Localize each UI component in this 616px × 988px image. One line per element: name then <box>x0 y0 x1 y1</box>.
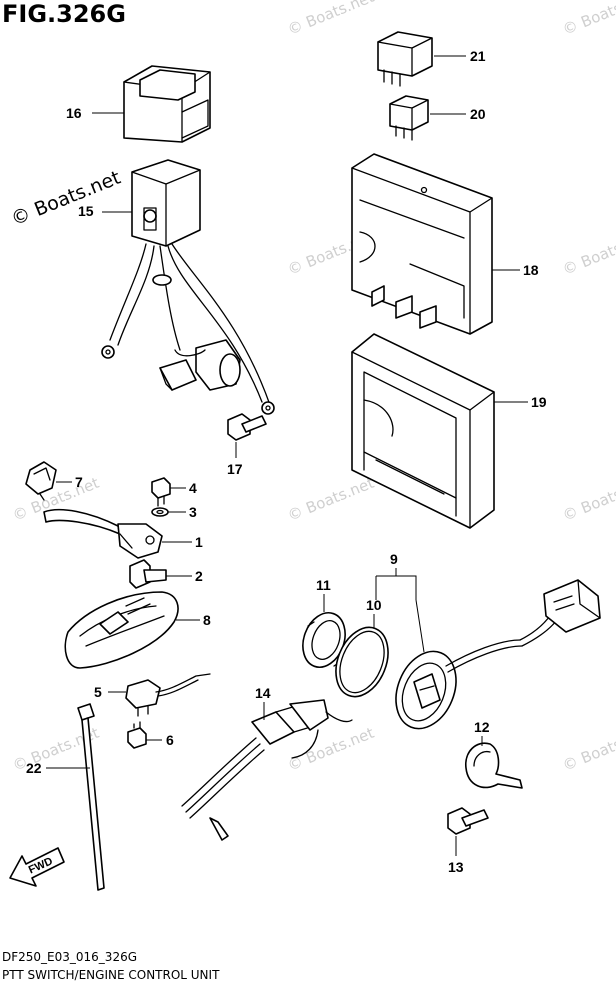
callout-20: 20 <box>470 106 486 122</box>
callout-4: 4 <box>189 480 197 496</box>
part-18-ecu <box>351 153 493 335</box>
callout-10: 10 <box>366 597 382 613</box>
callout-6: 6 <box>166 732 174 748</box>
callout-22: 22 <box>26 760 42 776</box>
part-10-o-ring <box>335 626 389 698</box>
part-15-relay-harness <box>101 159 275 415</box>
callout-13: 13 <box>448 859 464 875</box>
part-3-washer <box>151 507 169 517</box>
diagram-code: DF250_E03_016_326G <box>2 950 138 964</box>
part-19-ecu-cover <box>351 333 495 529</box>
part-6-screw <box>127 721 147 749</box>
figure-title: FIG.326G <box>2 0 126 28</box>
callout-1: 1 <box>195 534 203 550</box>
fwd-arrow: FWD <box>9 847 65 887</box>
callout-12: 12 <box>474 719 490 735</box>
callout-3: 3 <box>189 504 197 520</box>
callout-5: 5 <box>94 684 102 700</box>
part-22-cable-tie <box>77 703 105 891</box>
callout-14: 14 <box>255 685 271 701</box>
part-7-clip <box>25 461 57 501</box>
part-13-bolt <box>447 807 489 835</box>
callout-8: 8 <box>203 612 211 628</box>
part-8-switch-housing <box>64 591 179 669</box>
callout-9: 9 <box>390 551 398 567</box>
part-4-screw <box>151 477 171 507</box>
part-20-relay <box>389 95 429 141</box>
part-2-bracket <box>129 559 167 589</box>
callout-15: 15 <box>78 203 94 219</box>
part-5-switch <box>125 673 211 717</box>
part-16-cover <box>123 65 211 143</box>
part-12-clamp <box>465 742 523 789</box>
callout-11: 11 <box>316 577 331 593</box>
part-9-ptt-switch <box>395 579 601 730</box>
callout-17: 17 <box>227 461 243 477</box>
leader-9 <box>375 575 425 653</box>
callout-19: 19 <box>531 394 547 410</box>
part-14-harness <box>181 699 353 841</box>
callout-16: 16 <box>66 105 82 121</box>
diagram-description: PTT SWITCH/ENGINE CONTROL UNIT <box>2 968 220 982</box>
part-1-sensor <box>43 508 163 559</box>
callout-21: 21 <box>470 48 486 64</box>
callout-7: 7 <box>75 474 83 490</box>
part-21-relay <box>377 31 433 87</box>
callout-18: 18 <box>523 262 539 278</box>
part-17-bolt <box>227 413 267 441</box>
callout-2: 2 <box>195 568 203 584</box>
